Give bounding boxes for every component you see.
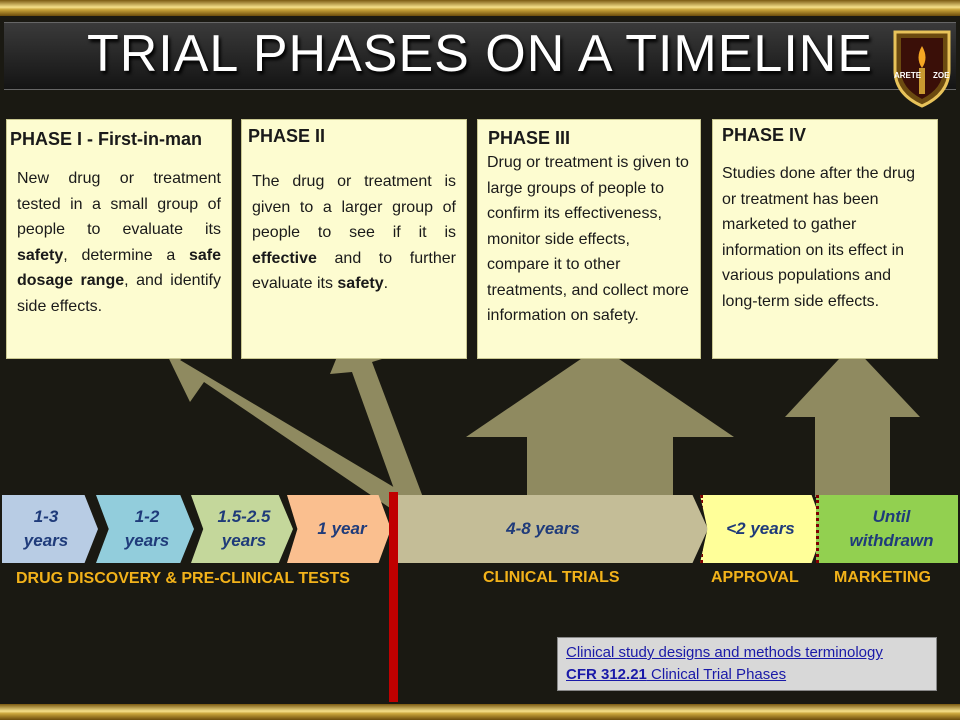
phase-2-box: PHASE II The drug or treatment is given …: [241, 119, 467, 359]
timeline-segment-clinical-trials: 4-8 years: [398, 495, 708, 563]
body-text: .: [383, 275, 389, 292]
top-gold-border: [0, 0, 960, 16]
phase-4-title: PHASE IV: [722, 125, 807, 145]
body-text: , determine a: [63, 246, 189, 264]
arrow-phase-3: [466, 346, 734, 497]
phase-1-box: PHASE I - First-in-man New drug or treat…: [6, 119, 232, 359]
body-text: and to further evaluate its: [252, 249, 456, 293]
arrow-phase-1: [156, 332, 412, 508]
page-title: TRIAL PHASES ON A TIMELINE: [86, 25, 874, 83]
phase-3-box: PHASE III Drug or treatment is given to …: [477, 119, 701, 359]
phase-3-description: Drug or treatment is given to large grou…: [487, 150, 695, 329]
link-cfr-code: CFR 312.21: [566, 666, 647, 683]
body-text: The drug or treatment is given to a larg…: [252, 173, 456, 241]
link-cfr-title: Clinical Trial Phases: [646, 666, 787, 683]
phase-3-title: PHASE III: [488, 128, 571, 148]
phase-2-description: The drug or treatment is given to a larg…: [252, 169, 456, 297]
phase-4-description: Studies done after the drug or treatment…: [722, 161, 928, 314]
phase-4-box: PHASE IV Studies done after the drug or …: [712, 119, 938, 359]
body-text: , and identify side effects.: [17, 272, 221, 315]
ind-filing-marker-line: [389, 492, 398, 702]
reference-links-box: Clinical study designs and methods termi…: [557, 637, 937, 691]
emphasis-text: safety: [337, 275, 384, 292]
body-text: New drug or treatment tested in a small …: [17, 170, 221, 238]
label-clinical-trials: CLINICAL TRIALS: [483, 569, 620, 586]
body-text: Drug or treatment is given to large grou…: [487, 154, 689, 324]
timeline-segment-research: 1-2 years: [96, 495, 194, 563]
phase-1-description: New drug or treatment tested in a small …: [17, 166, 221, 319]
bottom-gold-border: [0, 704, 960, 720]
phase-2-title: PHASE II: [248, 126, 326, 146]
timeline-segment-preclinical: 1.5-2.5 years: [191, 495, 293, 563]
arrow-phase-2: [330, 320, 424, 500]
phase-1-title: PHASE I - First-in-man: [10, 129, 203, 149]
shield-logo-icon: ARETE ZOE: [893, 28, 951, 108]
logo-right-text: ZOE: [933, 71, 950, 80]
logo-left-text: ARETE: [894, 71, 922, 80]
arrow-phase-4: [785, 345, 920, 497]
timeline-segment-approval: <2 years: [700, 495, 824, 563]
timeline-segment-ind: 1 year: [287, 495, 391, 563]
body-text: Studies done after the drug or treatment…: [722, 165, 916, 310]
link-study-designs-terminology[interactable]: Clinical study designs and methods termi…: [566, 644, 883, 661]
title-band: [4, 22, 956, 90]
label-approval: APPROVAL: [711, 569, 799, 586]
label-marketing: MARKETING: [834, 569, 931, 586]
timeline-segment-discovery: 1-3 years: [2, 495, 98, 563]
label-preclinical: DRUG DISCOVERY & PRE-CLINICAL TESTS: [16, 570, 350, 587]
timeline-segment-marketing: Until withdrawn: [816, 495, 958, 563]
emphasis-text: safety: [17, 246, 64, 264]
link-cfr-312-21[interactable]: CFR 312.21 Clinical Trial Phases: [566, 664, 928, 686]
emphasis-text: safe dosage range: [17, 246, 221, 290]
emphasis-text: effective: [252, 249, 317, 267]
